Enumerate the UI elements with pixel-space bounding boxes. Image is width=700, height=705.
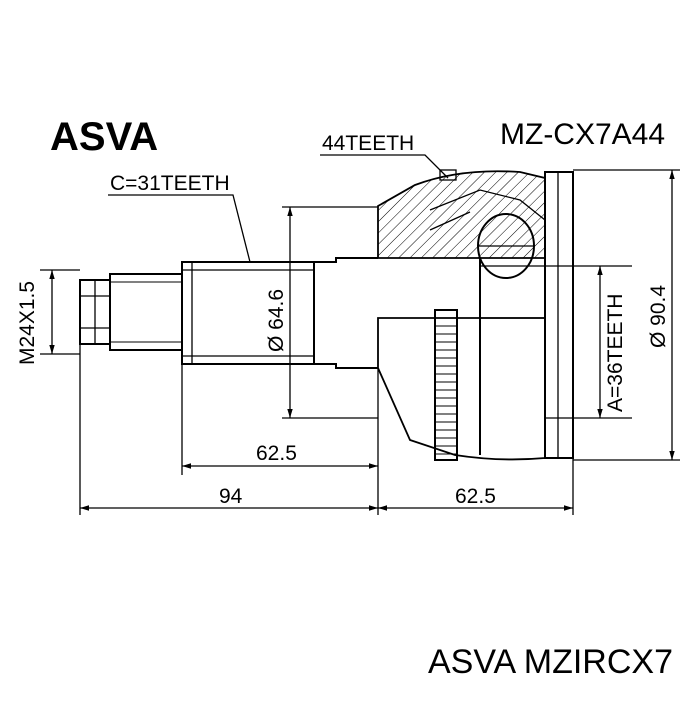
- brand-title: ASVA: [50, 115, 158, 159]
- shaft-diameter-label: Ø 64.6: [265, 289, 288, 352]
- housing-diameter-label: Ø 90.4: [647, 285, 670, 348]
- total-left-dimension: 94: [219, 485, 243, 508]
- shaft-length-dimension: 62.5: [256, 442, 297, 465]
- part-code: MZ-CX7A44: [500, 118, 665, 151]
- housing-length-dimension: 62.5: [455, 485, 496, 508]
- spline-c-label: C=31TEETH: [110, 172, 230, 195]
- housing: [377, 169, 574, 461]
- footer-caption: ASVA MZIRCX7: [428, 643, 673, 681]
- abs-ring: [434, 309, 458, 461]
- outer-teeth-label: 44TEETH: [322, 132, 414, 155]
- threaded-end: [79, 273, 183, 351]
- thread-label: M24X1.5: [16, 281, 39, 365]
- spline-a-label: A=36TEETH: [604, 294, 627, 412]
- dimension-lines: [40, 169, 680, 515]
